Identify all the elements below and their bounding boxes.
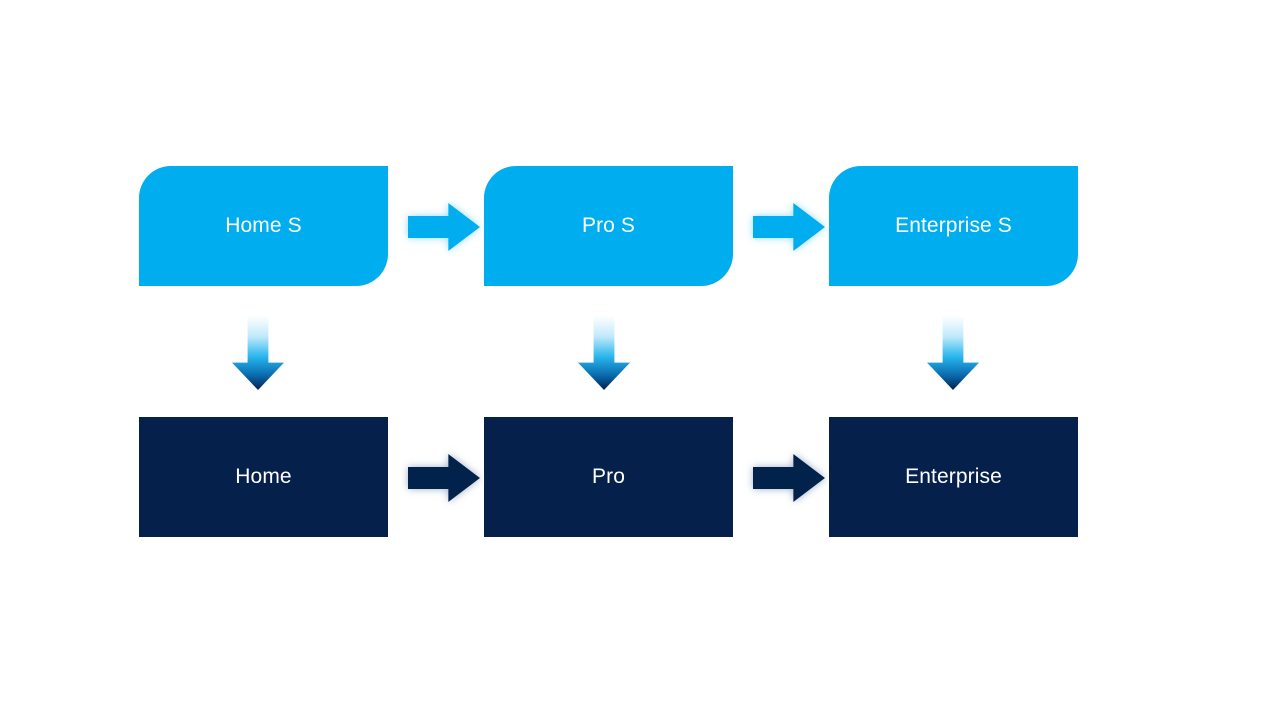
node-label-enterprise: Enterprise xyxy=(905,465,1002,489)
node-enterprise-s[interactable]: Enterprise S xyxy=(829,166,1078,286)
node-home-s[interactable]: Home S xyxy=(139,166,388,286)
arrow-home-s-to-pro-s xyxy=(408,203,480,251)
arrow-pro-s-to-enterprise-s xyxy=(753,203,825,251)
arrow-enterprise-s-to-enterprise xyxy=(927,316,979,390)
node-pro[interactable]: Pro xyxy=(484,417,733,537)
node-home[interactable]: Home xyxy=(139,417,388,537)
arrow-pro-s-to-pro xyxy=(578,316,630,390)
node-enterprise[interactable]: Enterprise xyxy=(829,417,1078,537)
node-label-pro-s: Pro S xyxy=(581,214,636,238)
node-label-enterprise-s: Enterprise S xyxy=(895,214,1012,238)
arrow-pro-to-enterprise xyxy=(753,454,825,502)
node-pro-s[interactable]: Pro S xyxy=(484,166,733,286)
node-label-home: Home xyxy=(235,465,292,489)
node-label-home-s: Home S xyxy=(225,214,302,238)
node-label-pro: Pro xyxy=(592,465,625,489)
arrow-home-s-to-home xyxy=(232,316,284,390)
arrow-home-to-pro xyxy=(408,454,480,502)
